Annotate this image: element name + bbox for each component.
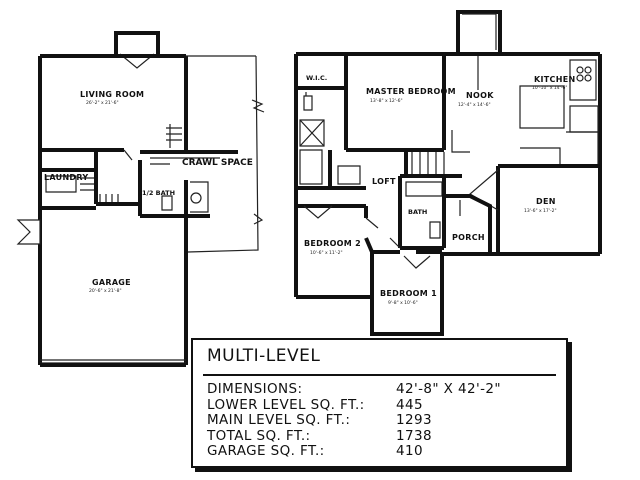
info-value: 445 xyxy=(396,396,423,413)
info-row: GARAGE SQ. FT.: 410 xyxy=(207,443,546,460)
laundry-label: LAUNDRY xyxy=(44,173,89,182)
master-bedroom-label: MASTER BEDROOM xyxy=(366,87,456,96)
plan-info-box: MULTI-LEVEL DIMENSIONS: 42'-8" X 42'-2" … xyxy=(191,338,568,468)
info-row: TOTAL SQ. FT.: 1738 xyxy=(207,427,546,445)
info-value: 1293 xyxy=(396,412,432,428)
garage-label: GARAGE xyxy=(92,278,131,287)
den-dims: 13'-6" x 17'-2" xyxy=(524,208,557,214)
info-row: DIMENSIONS: 42'-8" X 42'-2" xyxy=(207,381,546,398)
loft-label: LOFT xyxy=(372,177,396,186)
nook-dims: 12'-4" x 14'-6" xyxy=(458,102,491,108)
info-label: LOWER LEVEL SQ. FT.: xyxy=(207,396,365,413)
info-label: DIMENSIONS: xyxy=(207,381,303,397)
info-rows: DIMENSIONS: 42'-8" X 42'-2" LOWER LEVEL … xyxy=(207,381,546,460)
crawl-space-label: CRAWL SPACE xyxy=(182,158,253,168)
den-label: DEN xyxy=(536,197,556,206)
info-row: LOWER LEVEL SQ. FT.: 445 xyxy=(207,396,546,414)
nook-label: NOOK xyxy=(466,91,494,100)
info-value: 1738 xyxy=(396,427,432,444)
living-room-dims: 26'-2" x 21'-6" xyxy=(86,100,119,106)
info-label: TOTAL SQ. FT.: xyxy=(207,427,311,444)
bedroom-2-dims: 10'-6" x 11'-2" xyxy=(310,250,343,256)
bedroom-1-dims: 9'-8" x 10'-6" xyxy=(388,300,418,306)
lower-level-plan xyxy=(16,31,265,367)
title-underline xyxy=(203,374,556,376)
kitchen-label: KITCHEN xyxy=(534,75,575,84)
info-label: GARAGE SQ. FT.: xyxy=(207,443,325,459)
bath-label: BATH xyxy=(408,208,427,216)
wic-label: W.I.C. xyxy=(306,74,327,82)
porch-label: PORCH xyxy=(452,233,485,242)
info-value: 410 xyxy=(396,443,423,459)
info-row: MAIN LEVEL SQ. FT.: 1293 xyxy=(207,412,546,429)
master-bedroom-dims: 13'-8" x 12'-6" xyxy=(370,98,403,104)
living-room-label: LIVING ROOM xyxy=(80,90,144,99)
garage-dims: 20'-6" x 21'-8" xyxy=(89,288,122,294)
half-bath-label: 1/2 BATH xyxy=(142,189,175,197)
kitchen-dims: 10'-10" x 14'-6" xyxy=(532,85,567,91)
bedroom-1-label: BEDROOM 1 xyxy=(380,289,437,298)
main-level-plan xyxy=(294,10,602,336)
plan-type-title: MULTI-LEVEL xyxy=(207,346,321,366)
info-label: MAIN LEVEL SQ. FT.: xyxy=(207,412,351,428)
info-value: 42'-8" X 42'-2" xyxy=(396,381,501,397)
bedroom-2-label: BEDROOM 2 xyxy=(304,239,361,248)
